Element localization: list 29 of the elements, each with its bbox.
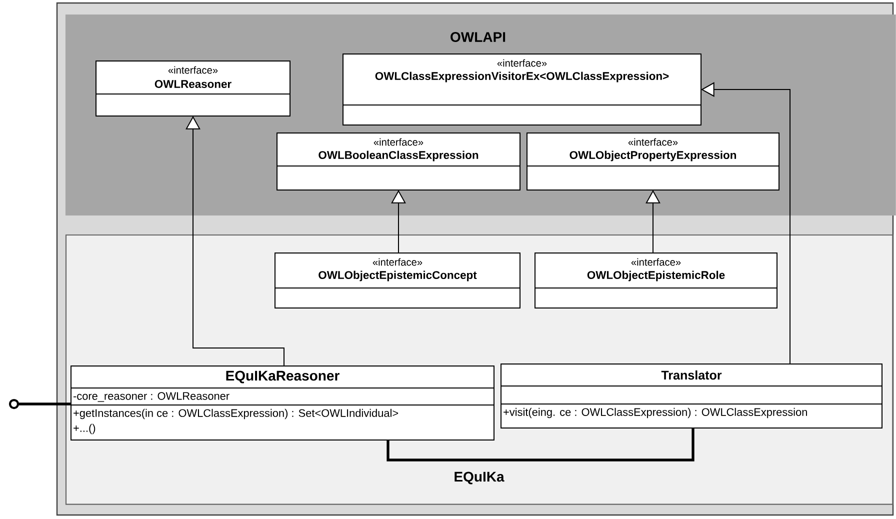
- class-name: OWLClassExpressionVisitorEx<OWLClassExpression>: [375, 72, 669, 82]
- class-name: OWLObjectEpistemicRole: [587, 270, 725, 282]
- member-text: +...(): [74, 424, 96, 434]
- stereotype-label: «interface»: [374, 138, 424, 146]
- stereotype-label: «interface»: [168, 66, 218, 74]
- class-box: [70, 366, 494, 440]
- class-box: [342, 54, 702, 126]
- class-name: EQuIKaReasoner: [226, 370, 340, 384]
- class-box: [526, 132, 780, 190]
- class-box: [534, 252, 778, 308]
- member-text: -core_reasoner : OWLReasoner: [73, 392, 230, 402]
- association-line: [386, 428, 694, 462]
- class-box: [274, 252, 520, 308]
- class-name: OWLBooleanClassExpression: [318, 150, 478, 162]
- interface-lollipop: [8, 398, 20, 410]
- class-name: OWLObjectEpistemicConcept: [318, 270, 477, 282]
- class-name: OWLReasoner: [154, 80, 232, 88]
- class-name: Translator: [661, 370, 722, 380]
- association-line: [18, 402, 71, 406]
- class-name: OWLObjectPropertyExpression: [570, 150, 736, 162]
- stereotype-label: «interface»: [628, 138, 678, 146]
- class-box: [96, 60, 290, 116]
- stereotype-label: «interface»: [372, 258, 422, 266]
- class-box: [500, 364, 882, 428]
- member-text: +getInstances(in ce : OWLClassExpression) : Set<OWLIndividual>: [74, 408, 398, 420]
- class-box: [276, 132, 520, 190]
- stereotype-label: «interface»: [631, 258, 681, 266]
- member-text: +visit(eing. ce : OWLClassExpression) : OWLClassExpression: [504, 408, 807, 418]
- stereotype-label: «interface»: [497, 59, 547, 67]
